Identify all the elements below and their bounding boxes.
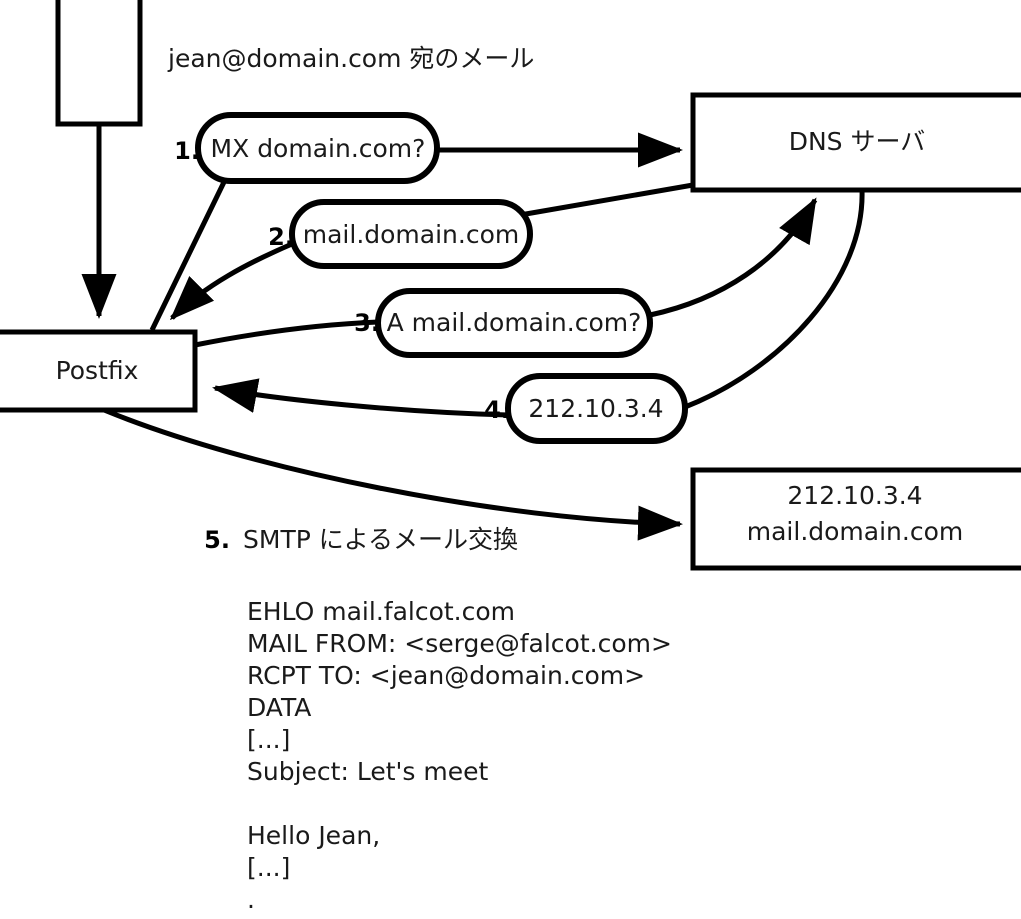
final-step-label: SMTP によるメール交換 [243, 525, 518, 554]
bubble-step-3 [375, 288, 653, 358]
edge-postfix-to-mailserver [103, 407, 683, 541]
edge-step4-to-postfix [212, 378, 509, 418]
edge-step1-tail-to-postfix [149, 178, 228, 332]
smtp-line: EHLO mail.falcot.com [247, 597, 515, 626]
node-mail-server-box [690, 467, 1021, 571]
bubble-step-4-label: 212.10.3.4 [528, 394, 663, 423]
step-number-1: 1. [174, 137, 200, 165]
header-caption: jean@domain.com 宛のメール [167, 44, 534, 73]
bubble-step-4 [505, 373, 688, 444]
step-number-4: 4. [484, 396, 510, 424]
step-number-3: 3. [354, 309, 380, 337]
bubble-step-2 [289, 199, 533, 269]
step-number-2: 2. [268, 223, 294, 251]
smtp-line: DATA [247, 693, 311, 722]
edge-step3-to-dns [649, 197, 818, 318]
node-dns-server-box [690, 92, 1021, 193]
smtp-line: MAIL FROM: <serge@falcot.com> [247, 629, 672, 658]
node-dns-server-label: DNS サーバ [789, 127, 926, 156]
bubble-step-2-label: mail.domain.com [303, 220, 519, 249]
node-postfix-label: Postfix [56, 356, 139, 385]
edge-dns-to-step2 [519, 182, 694, 218]
smtp-line: [...] [247, 725, 290, 754]
smtp-line: Subject: Let's meet [247, 757, 488, 786]
step-number-5: 5. [204, 526, 230, 554]
bubble-step-3-label: A mail.domain.com? [387, 308, 642, 337]
edge-postfix-to-step3 [194, 319, 379, 348]
edge-dns-to-step4 [684, 189, 865, 410]
bubble-step-1 [195, 112, 440, 184]
smtp-line: . [247, 885, 255, 914]
smtp-transcript: EHLO mail.falcot.com MAIL FROM: <serge@f… [247, 597, 672, 914]
node-mail-server-host: mail.domain.com [747, 517, 963, 546]
smtp-line: [...] [247, 853, 290, 882]
bubble-step-1-label: MX domain.com? [211, 134, 426, 163]
node-client-box [55, 0, 143, 127]
edge-step2-to-postfix [169, 241, 293, 321]
smtp-line: RCPT TO: <jean@domain.com> [247, 661, 645, 690]
smtp-line: Hello Jean, [247, 821, 380, 850]
node-postfix-box [0, 329, 198, 413]
node-mail-server-ip: 212.10.3.4 [787, 481, 922, 510]
